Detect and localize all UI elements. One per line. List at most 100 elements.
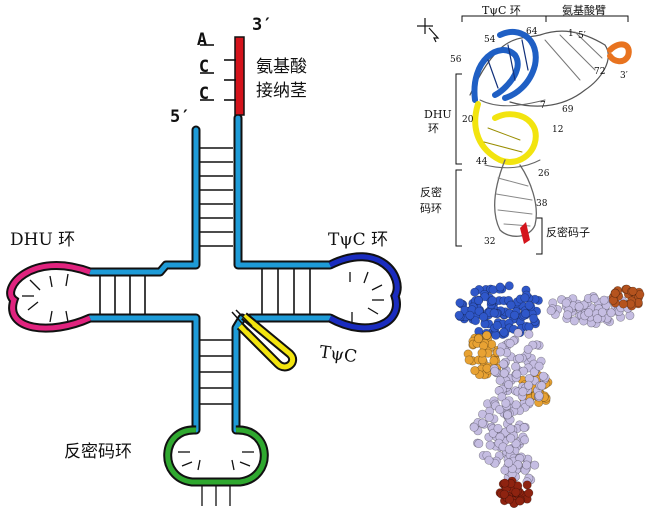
atom-sphere [529,367,539,377]
tpsic-loop [327,252,402,333]
atom-sphere [534,361,544,371]
atom-sphere [464,355,474,365]
dhu-loop [6,261,92,333]
atom-sphere [455,298,465,308]
atom-sphere [515,496,525,506]
atom-sphere [493,423,503,433]
atom-sphere [504,444,514,454]
atom-sphere [584,308,594,318]
atom-sphere [610,288,620,298]
atom-sphere [506,433,516,443]
atom-sphere [538,371,548,381]
pos-72: 72 [594,67,605,77]
tpsic-sequence-label: TψC [318,342,358,367]
three-prime-label: 3′ [252,15,272,35]
atom-sphere [524,488,534,498]
ribbon-acceptor-arm-label: 氨基酸臂 [562,3,606,17]
cloverleaf-diagram: A C C 3′ 5′ 氨基酸 接纳茎 DHU 环 TψC 环 TψC 反密码环 [6,15,402,506]
atom-sphere [606,308,616,318]
atom-sphere [522,480,532,490]
atom-sphere [491,330,501,340]
atom-sphere [490,366,500,376]
atom-sphere [492,320,502,330]
atom-sphere [569,316,579,326]
atom-sphere [495,282,505,292]
atom-sphere [618,299,628,309]
atom-sphere [597,307,607,317]
atom-sphere [592,314,602,324]
atom-sphere [474,295,484,305]
pos-56: 56 [450,55,462,65]
atom-sphere [485,440,495,450]
atom-sphere [524,329,534,339]
atom-sphere [504,281,514,291]
atom-sphere [534,391,544,401]
atom-sphere [470,366,480,376]
atom-sphere [524,300,534,310]
atom-sphere [518,387,528,397]
atom-sphere [489,356,499,366]
atom-sphere [501,398,511,408]
anticodon-bases [520,222,530,244]
tpsic-loop-label: TψC 环 [328,230,388,250]
atom-sphere [520,435,530,445]
acceptor-stem-3prime-strand [233,113,335,270]
anticodon-loop [163,425,269,506]
move-cursor-icon [417,18,440,43]
nucleotide-c2: C [199,84,209,104]
atom-sphere [495,375,505,385]
atom-sphere [511,439,521,449]
atom-sphere [511,400,521,410]
atom-sphere [495,347,505,357]
atom-sphere [504,380,514,390]
atom-sphere [465,310,475,320]
atom-sphere [529,313,539,323]
atom-sphere [522,460,532,470]
atom-sphere [510,310,520,320]
ribbon-tpsic-loop-label: TψC 环 [482,4,521,17]
space-filling-model [454,281,645,508]
atom-sphere [499,368,509,378]
acceptor-end-segment [234,36,245,116]
atom-sphere [504,494,514,504]
atom-sphere [499,489,509,499]
pos-3prime: 3′ [620,71,628,81]
base-pairs [99,44,311,405]
atom-sphere [589,293,599,303]
pos-20: 20 [462,115,474,125]
atom-sphere [506,424,516,434]
pos-64: 64 [526,27,538,37]
nucleotide-c1: C [199,57,209,77]
atom-sphere [495,404,505,414]
l-shape-ribbon-diagram: TψC 环 氨基酸臂 DHU 环 反密 码环 反密码子 [417,3,632,255]
pos-69: 69 [562,105,574,115]
atom-sphere [474,306,484,316]
atom-sphere [523,344,533,354]
atom-sphere [530,460,540,470]
atom-sphere [484,412,494,422]
atom-sphere [635,289,645,299]
nucleotide-a: A [197,30,207,50]
variable-loop [236,312,298,372]
atom-sphere [470,287,480,297]
pos-26: 26 [538,169,550,179]
pos-32: 32 [484,237,495,247]
pos-38: 38 [536,199,548,209]
pos-54: 54 [484,35,496,45]
atom-sphere [503,410,513,420]
atom-sphere [561,298,571,308]
ribbon-anticodon-loop-label-1: 反密 [420,185,442,199]
atom-sphere [520,293,530,303]
five-prime-label: 5′ [170,107,190,127]
pos-12: 12 [552,125,563,135]
atom-sphere [497,392,507,402]
atom-sphere [506,300,516,310]
atom-sphere [513,328,523,338]
junction-pointer [231,309,253,331]
pos-44: 44 [476,157,488,167]
atom-sphere [505,338,515,348]
atom-sphere [537,381,547,391]
atom-sphere [479,312,489,322]
dhu-loop-label: DHU 环 [10,230,75,250]
